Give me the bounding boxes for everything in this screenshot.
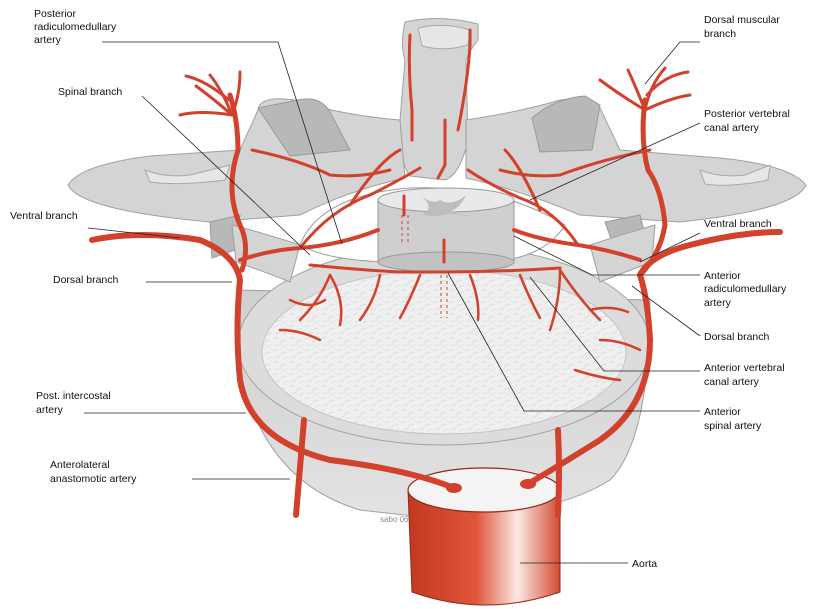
label-anterolateral-anastomotic-artery: Anterolateral anastomotic artery [50,459,137,485]
label-anterior-vertebral-canal-artery: Anterior vertebral canal artery [704,362,787,388]
label-dorsal-muscular-branch: Dorsal muscular branch [704,14,783,40]
label-dorsal-branch-right: Dorsal branch [704,331,770,343]
label-anterior-radiculomedullary-artery: Anterior radiculomedullary artery [704,270,789,309]
right-superior-articular [532,96,600,152]
label-ventral-branch-right: Ventral branch [704,218,772,230]
label-posterior-vertebral-canal-artery: Posterior vertebral canal artery [704,108,793,134]
vertebra [68,18,806,520]
artist-signature: sabo 06 [380,515,409,524]
label-post-intercostal-artery: Post. intercostal artery [36,390,114,416]
label-ventral-branch-left: Ventral branch [10,210,78,222]
label-posterior-radiculomedullary-artery: Posterior radiculomedullary artery [34,8,119,46]
label-dorsal-branch-left: Dorsal branch [53,274,119,286]
aorta [408,468,560,605]
label-anterior-spinal-artery: Anterior spinal artery [704,406,762,432]
spinal-cord [378,252,514,272]
label-aorta: Aorta [632,558,657,570]
label-spinal-branch: Spinal branch [58,86,122,98]
